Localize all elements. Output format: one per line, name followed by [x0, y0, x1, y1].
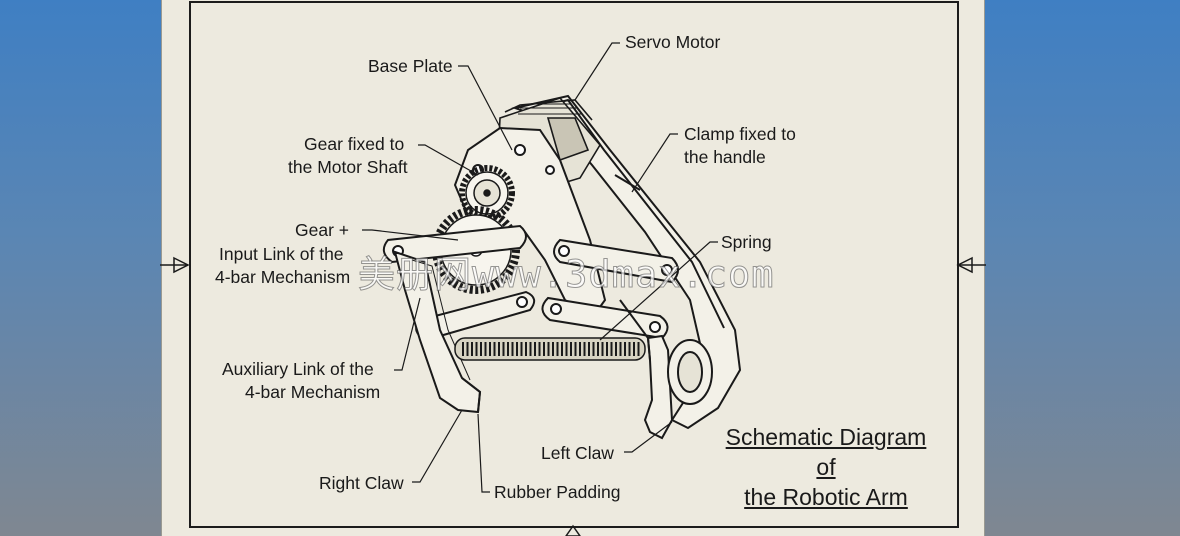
- label-base-plate: Base Plate: [368, 56, 453, 76]
- label-gear-input-line3: 4-bar Mechanism: [215, 267, 351, 287]
- left-claw: [619, 299, 674, 440]
- diagram-title-line2: of: [816, 454, 836, 480]
- label-left-claw: Left Claw: [541, 443, 614, 463]
- diagram-title-line3: the Robotic Arm: [744, 484, 908, 510]
- label-aux-link-line1: Auxiliary Link of the: [222, 359, 374, 379]
- rubber-padding-disc: [667, 339, 713, 405]
- spring: [454, 337, 646, 361]
- label-servo-motor: Servo Motor: [625, 32, 721, 52]
- label-spring: Spring: [721, 232, 772, 252]
- sheet-edge-markers: [160, 256, 986, 536]
- label-gear-input-line2: Input Link of the: [219, 244, 344, 264]
- label-gear-input-line1: Gear +: [295, 220, 349, 240]
- label-rubber-padding: Rubber Padding: [494, 482, 621, 502]
- watermark: 美册网www.3dmax.com: [358, 253, 775, 297]
- diagram-title-line1: Schematic Diagram: [725, 424, 927, 450]
- label-gear-fixed-line2: the Motor Shaft: [288, 157, 408, 177]
- label-clamp-line1: Clamp fixed to: [684, 124, 796, 144]
- label-gear-fixed-line1: Gear fixed to: [304, 134, 405, 154]
- label-clamp-line2: the handle: [684, 147, 766, 167]
- label-right-claw: Right Claw: [319, 473, 404, 493]
- motor-gear: [459, 165, 515, 221]
- label-aux-link-line2: 4-bar Mechanism: [245, 382, 381, 402]
- leader-lines: [362, 42, 718, 493]
